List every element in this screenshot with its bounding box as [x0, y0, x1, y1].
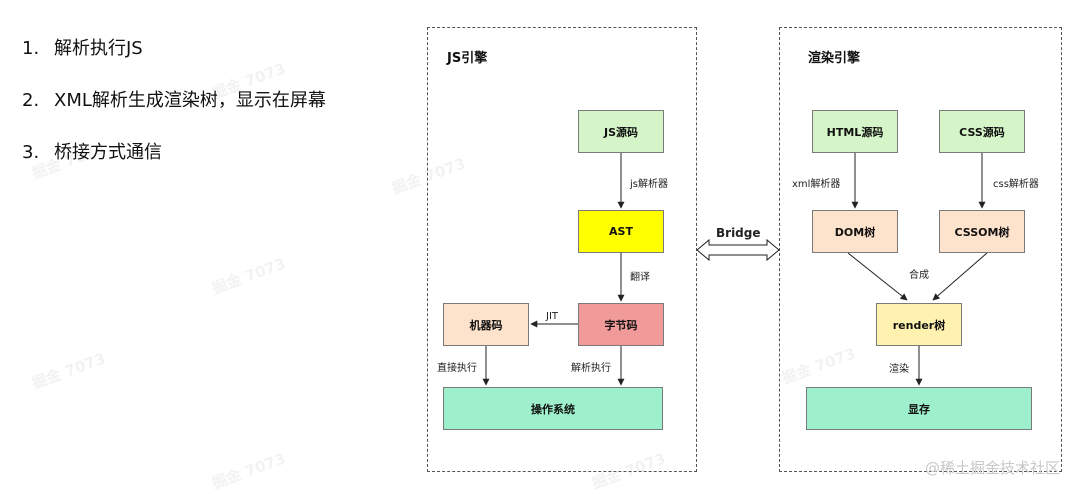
- os-node: 操作系统: [443, 387, 663, 430]
- feature-list: 1.解析执行JS 2.XML解析生成渲染树，显示在屏幕 3.桥接方式通信: [22, 36, 326, 192]
- render-label: 渲染: [889, 364, 909, 375]
- machine-code-node: 机器码: [443, 303, 529, 346]
- parse-exec-label: 解析执行: [571, 363, 611, 374]
- list-item: 2.XML解析生成渲染树，显示在屏幕: [22, 90, 326, 111]
- css-parser-label: css解析器: [993, 179, 1039, 190]
- list-item: 1.解析执行JS: [22, 38, 143, 59]
- render-tree-node: render树: [876, 303, 962, 346]
- ast-node: AST: [578, 210, 664, 253]
- watermark: 掘金 7073: [29, 349, 108, 393]
- html-source-node: HTML源码: [812, 110, 898, 153]
- bytecode-node: 字节码: [578, 303, 664, 346]
- dom-tree-node: DOM树: [812, 210, 898, 253]
- watermark: 掘金 7073: [209, 254, 288, 298]
- xml-parser-label: xml解析器: [792, 179, 841, 190]
- render-engine-title: 渲染引擎: [808, 51, 861, 66]
- js-engine-title: JS引擎: [447, 51, 488, 66]
- jit-label: JIT: [546, 311, 559, 322]
- bridge-label: Bridge: [716, 226, 761, 240]
- cssom-tree-node: CSSOM树: [939, 210, 1025, 253]
- css-source-node: CSS源码: [939, 110, 1025, 153]
- translate-label: 翻译: [630, 272, 650, 283]
- js-parser-label: js解析器: [630, 179, 668, 190]
- watermark: 掘金 7073: [209, 449, 288, 493]
- compose-label: 合成: [909, 270, 929, 281]
- display-node: 显存: [806, 387, 1032, 430]
- bridge-double-arrow: [696, 238, 780, 262]
- footer-watermark: @稀土掘金技术社区: [924, 459, 1060, 477]
- direct-exec-label: 直接执行: [437, 363, 477, 374]
- list-item: 3.桥接方式通信: [22, 142, 162, 163]
- js-source-node: JS源码: [578, 110, 664, 153]
